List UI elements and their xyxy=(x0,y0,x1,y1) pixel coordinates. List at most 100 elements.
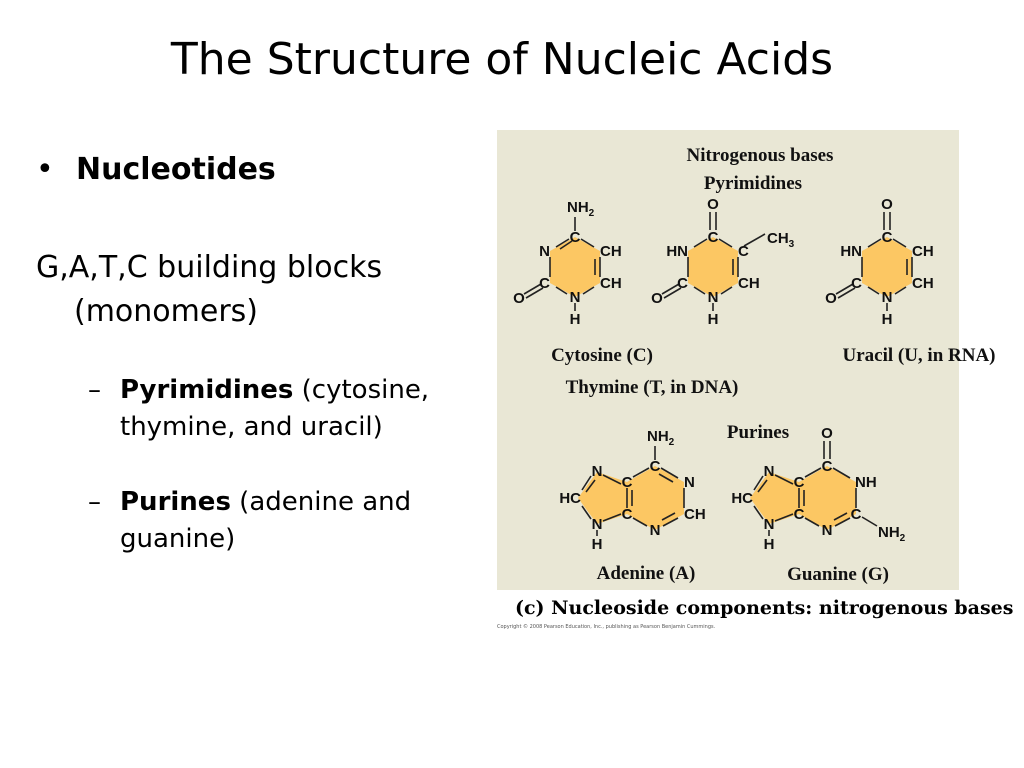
figure-heading: Nitrogenous bases xyxy=(687,145,834,166)
atom-label: CH xyxy=(912,275,934,292)
uracil-ring xyxy=(862,237,912,297)
bond xyxy=(602,513,622,522)
paragraph-line-1: G,A,T,C building blocks xyxy=(36,250,383,285)
atom-label: CH xyxy=(738,275,760,292)
guanine-six-ring xyxy=(799,466,856,530)
bond xyxy=(832,467,851,479)
pyrimidines-detail-2: thymine, and uracil) xyxy=(120,412,383,442)
atom-label: NH2 xyxy=(647,428,675,448)
guanine-structure: O C NH C N C C N HC N H NH2 xyxy=(731,425,905,553)
atom-label: H xyxy=(764,536,775,553)
bond xyxy=(861,516,878,527)
thymine-ring xyxy=(688,237,738,297)
bond xyxy=(774,513,794,522)
bond xyxy=(867,238,882,248)
atom-label: N xyxy=(539,243,550,260)
bond xyxy=(523,283,542,295)
atom-label: C xyxy=(738,243,749,260)
atom-label: C xyxy=(539,275,550,292)
bond xyxy=(894,286,907,295)
purines-term: Purines xyxy=(120,487,231,517)
bond xyxy=(660,467,679,479)
atom-label: NH2 xyxy=(878,524,906,544)
bond xyxy=(663,287,682,299)
bond xyxy=(555,238,570,248)
atom-label: N xyxy=(708,289,719,306)
bond xyxy=(602,474,622,485)
atom-label: C xyxy=(650,458,661,475)
purines-detail-1: (adenine and xyxy=(230,487,412,517)
guanine-five-ring xyxy=(750,472,799,524)
atom-label: HC xyxy=(731,490,753,507)
pyrimidines-term: Pyrimidines xyxy=(120,375,294,405)
atom-label: C xyxy=(822,458,833,475)
adenine-label: Adenine (A) xyxy=(597,563,696,584)
copyright-notice: Copyright © 2008 Pearson Education, Inc.… xyxy=(497,624,716,630)
atom-label: N xyxy=(570,289,581,306)
bond xyxy=(774,474,794,485)
atom-label: H xyxy=(882,311,893,328)
paragraph-line-2: (monomers) xyxy=(74,294,258,329)
cytosine-label: Cytosine (C) xyxy=(551,345,653,366)
atom-label: N xyxy=(684,474,695,491)
nitrogenous-bases-figure: Nitrogenous bases Pyrimidines NH2 C CH C… xyxy=(497,130,996,590)
cytosine-structure: NH2 C CH CH N C N H O xyxy=(513,199,622,328)
uracil-structure: O C CH CH HN C N H O xyxy=(825,196,934,328)
bond xyxy=(757,479,768,493)
atom-label: C xyxy=(622,474,633,491)
bond xyxy=(804,467,822,478)
bond xyxy=(559,240,573,250)
bond xyxy=(658,473,674,483)
bond xyxy=(835,283,854,295)
bullet-text: Nucleotides xyxy=(76,152,276,187)
slide-title: The Structure of Nucleic Acids xyxy=(170,34,834,86)
atom-label: C xyxy=(708,229,719,246)
atom-label: N xyxy=(592,516,603,533)
atom-label: C xyxy=(622,506,633,523)
atom-label: CH xyxy=(600,243,622,260)
atom-label: N xyxy=(592,463,603,480)
bases-diagram: Nitrogenous bases Pyrimidines NH2 C CH C… xyxy=(513,145,995,585)
atom-label: O xyxy=(825,290,837,307)
atom-label: C xyxy=(851,275,862,292)
bond xyxy=(585,479,596,493)
bond xyxy=(753,475,764,491)
atom-label: O xyxy=(651,290,663,307)
bond xyxy=(718,238,733,248)
bond xyxy=(693,238,708,248)
atom-label: O xyxy=(707,196,719,213)
atom-label: N xyxy=(764,516,775,533)
bond xyxy=(661,283,680,295)
dash-marker: – xyxy=(88,375,101,405)
atom-label: CH xyxy=(600,275,622,292)
adenine-six-ring xyxy=(627,466,684,530)
pyrimidines-detail-1: (cytosine, xyxy=(293,375,430,405)
bond xyxy=(867,286,880,295)
bond xyxy=(720,286,733,295)
atom-label: HC xyxy=(559,490,581,507)
atom-label: C xyxy=(677,275,688,292)
guanine-label: Guanine (G) xyxy=(787,564,889,585)
bond xyxy=(582,286,595,295)
adenine-structure: NH2 C N CH N C C N HC N H xyxy=(559,428,705,553)
atom-label: C xyxy=(882,229,893,246)
atom-label: H xyxy=(570,311,581,328)
bond xyxy=(581,475,592,491)
atom-label: C xyxy=(570,229,581,246)
bond xyxy=(753,505,764,520)
atom-label: CH3 xyxy=(767,230,795,250)
bond xyxy=(834,517,851,527)
bond xyxy=(804,517,820,527)
atom-label: N xyxy=(650,522,661,539)
dash-marker: – xyxy=(88,487,101,517)
atom-label: CH xyxy=(684,506,706,523)
adenine-five-ring xyxy=(578,472,627,524)
atom-label: N xyxy=(882,289,893,306)
bond xyxy=(892,238,907,248)
bond xyxy=(743,233,766,247)
building-blocks-paragraph: G,A,T,C building blocks (monomers) xyxy=(36,246,476,334)
atom-label: O xyxy=(513,290,525,307)
atom-label: C xyxy=(851,506,862,523)
bond xyxy=(555,286,568,295)
